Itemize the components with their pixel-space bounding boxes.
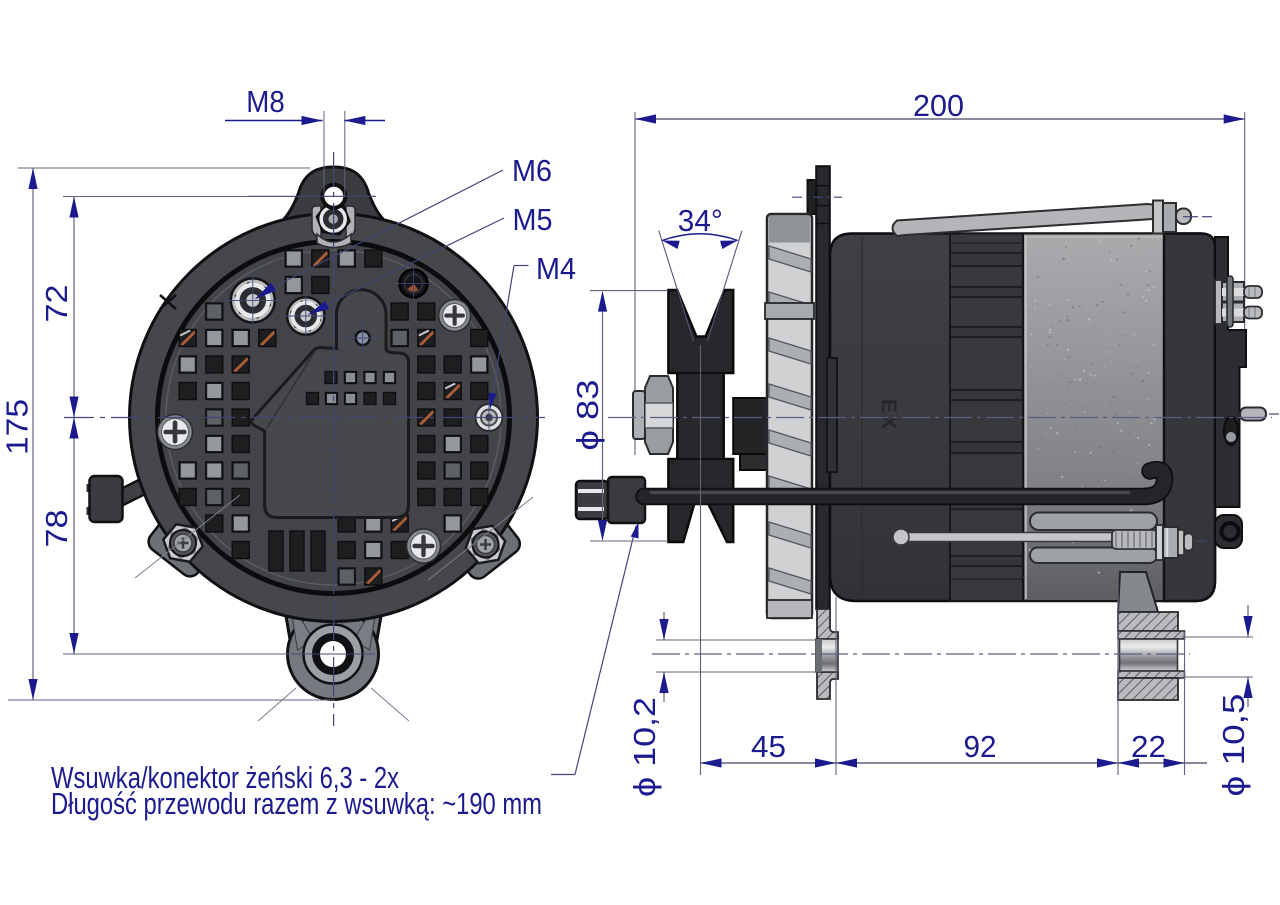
svg-text:M8: M8 (246, 84, 285, 119)
svg-text:M5: M5 (513, 202, 553, 237)
svg-text:Wsuwka/konektor żeński 6,3 - 2: Wsuwka/konektor żeński 6,3 - 2x (51, 760, 399, 795)
svg-text:M4: M4 (536, 251, 576, 286)
svg-text:45: 45 (751, 729, 786, 764)
svg-text:Długość przewodu razem z wsuwk: Długość przewodu razem z wsuwką: ~190 mm (51, 786, 542, 821)
svg-text:M6: M6 (512, 153, 552, 188)
svg-text:ϕ 10,5: ϕ 10,5 (1216, 694, 1251, 797)
svg-text:175: 175 (0, 399, 35, 455)
svg-text:34°: 34° (678, 203, 723, 238)
svg-text:72: 72 (39, 285, 74, 323)
svg-text:ϕ 10,2: ϕ 10,2 (627, 697, 662, 797)
svg-text:22: 22 (1131, 729, 1166, 764)
svg-text:EX: EX (877, 399, 900, 431)
svg-text:ϕ 83: ϕ 83 (570, 380, 605, 451)
svg-text:200: 200 (913, 88, 964, 123)
svg-text:78: 78 (39, 510, 74, 548)
svg-text:92: 92 (964, 729, 997, 764)
